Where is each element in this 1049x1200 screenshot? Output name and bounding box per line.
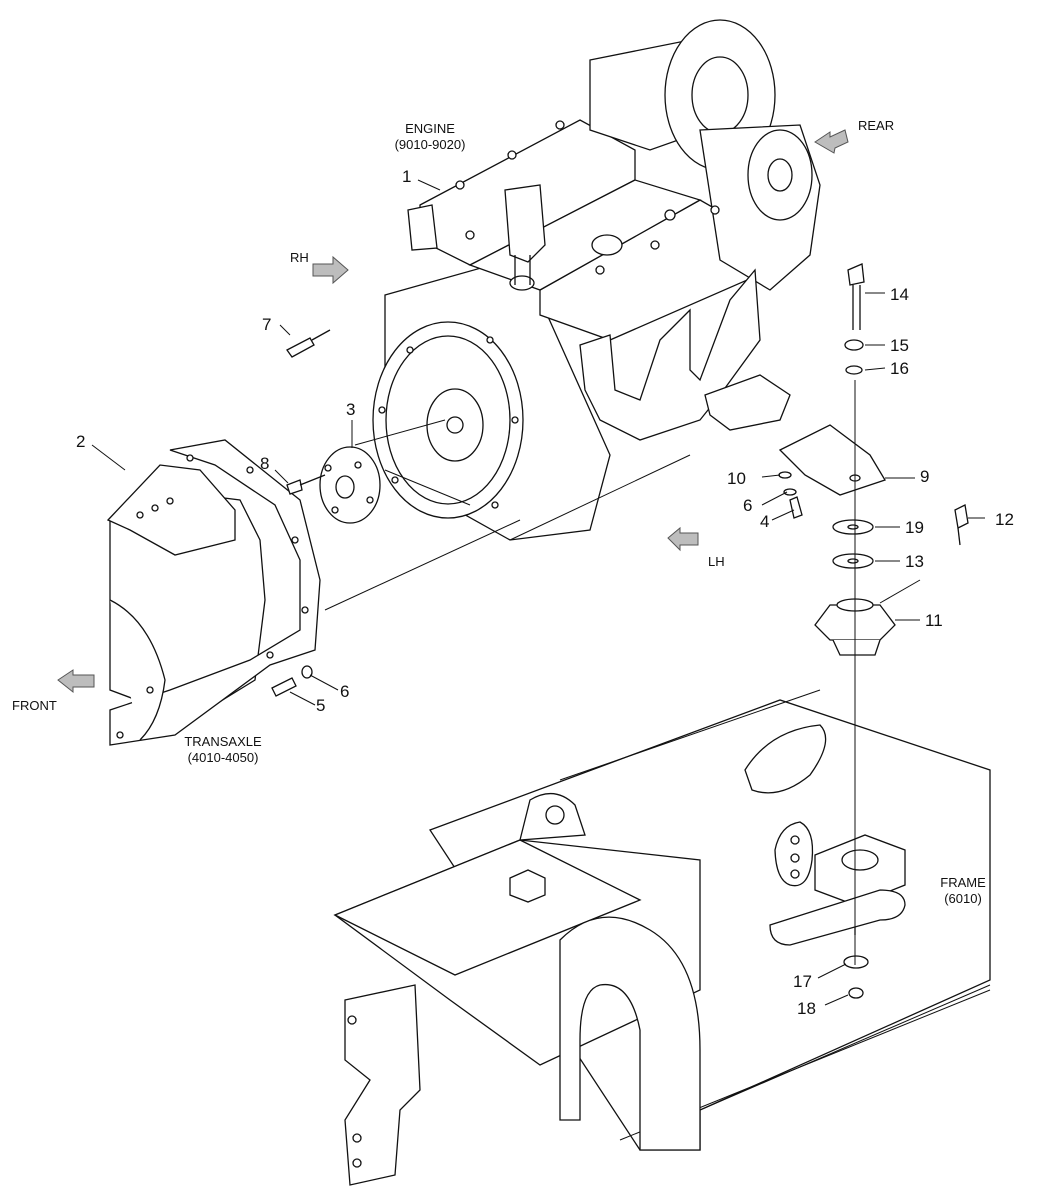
- callout-10: 10: [727, 469, 746, 488]
- fasteners: [271, 263, 969, 999]
- transaxle-ref-label: (4010-4050): [188, 750, 259, 765]
- leader-lines: [91, 179, 985, 1006]
- part-callouts: 1 2 3 4 5 6 6 7 8 9 10 11 12 13 14 15 16…: [76, 167, 1014, 1018]
- callout-1: 1: [402, 167, 411, 186]
- transaxle-label: TRANSAXLE: [184, 734, 262, 749]
- callout-6a: 6: [340, 682, 349, 701]
- component-labels: ENGINE (9010-9020) TRANSAXLE (4010-4050)…: [12, 118, 986, 906]
- rh-direction-label: RH: [290, 250, 309, 265]
- rear-direction-label: REAR: [858, 118, 894, 133]
- callout-14: 14: [890, 285, 909, 304]
- callout-19: 19: [905, 518, 924, 537]
- callout-13: 13: [905, 552, 924, 571]
- callout-3: 3: [346, 400, 355, 419]
- transaxle-assembly: [106, 439, 321, 746]
- frame-ref-label: (6010): [944, 891, 982, 906]
- rear-arrow-icon: [814, 129, 849, 154]
- flex-plate-adapter: [319, 446, 381, 524]
- callout-12: 12: [995, 510, 1014, 529]
- callout-18: 18: [797, 999, 816, 1018]
- engine-label: ENGINE: [405, 121, 455, 136]
- frame-label: FRAME: [940, 875, 986, 890]
- callout-11: 11: [925, 611, 943, 630]
- callout-15: 15: [890, 336, 909, 355]
- callout-4: 4: [760, 512, 769, 531]
- front-arrow-icon: [57, 669, 95, 694]
- callout-7: 7: [262, 315, 271, 334]
- engine-assembly: [372, 19, 821, 541]
- rh-arrow-icon: [312, 255, 349, 285]
- callout-6b: 6: [743, 496, 752, 515]
- callout-5: 5: [316, 696, 325, 715]
- lh-arrow-icon: [667, 526, 699, 552]
- callout-2: 2: [76, 432, 85, 451]
- direction-arrows: [57, 129, 849, 694]
- callout-9: 9: [920, 467, 929, 486]
- alignment-lines: [324, 380, 856, 965]
- callout-16: 16: [890, 359, 909, 378]
- front-direction-label: FRONT: [12, 698, 57, 713]
- engine-ref-label: (9010-9020): [395, 137, 466, 152]
- callout-8: 8: [260, 454, 269, 473]
- frame-assembly: [333, 689, 991, 1186]
- callout-17: 17: [793, 972, 812, 991]
- lh-direction-label: LH: [708, 554, 725, 569]
